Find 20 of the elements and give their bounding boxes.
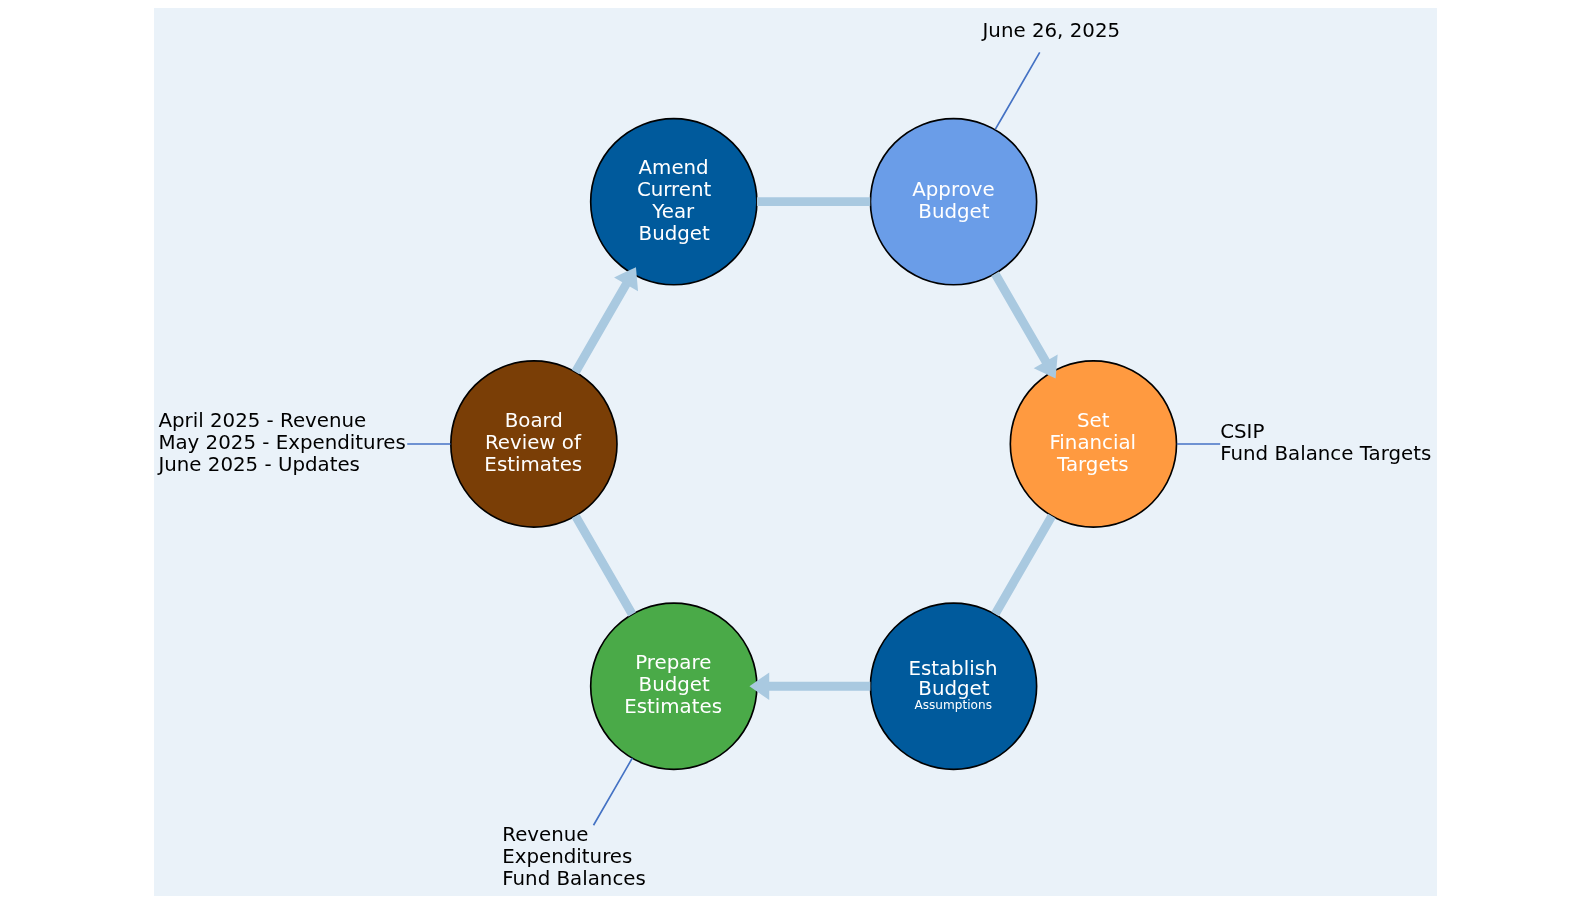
connector xyxy=(1175,443,1221,445)
node-circle: Prepare Budget Estimates xyxy=(589,602,758,771)
node-circle: Approve Budget xyxy=(869,117,1037,286)
node-circle: Set Financial Targets xyxy=(1009,360,1177,528)
arrow xyxy=(990,271,1058,379)
connector xyxy=(993,51,1041,131)
node-text: Revenue Expenditures Fund Balances xyxy=(501,823,646,891)
connector xyxy=(571,513,636,617)
node-circle: Establish Budget Assumptions xyxy=(869,602,1037,771)
connector xyxy=(592,757,633,827)
node-circle: Board Review of Estimates xyxy=(449,360,618,528)
connector xyxy=(990,513,1056,617)
node-text: CSIP Fund Balance Targets xyxy=(1219,419,1431,465)
arrow xyxy=(571,267,638,375)
connector xyxy=(756,197,870,207)
node-circle: Amend Current Year Budget xyxy=(589,117,758,286)
connector xyxy=(405,443,451,445)
node-text: June 26, 2025 xyxy=(982,19,1120,43)
node-text: April 2025 - Revenue May 2025 - Expenditures June 2025 - Updates xyxy=(157,408,406,476)
arrow xyxy=(748,672,870,701)
